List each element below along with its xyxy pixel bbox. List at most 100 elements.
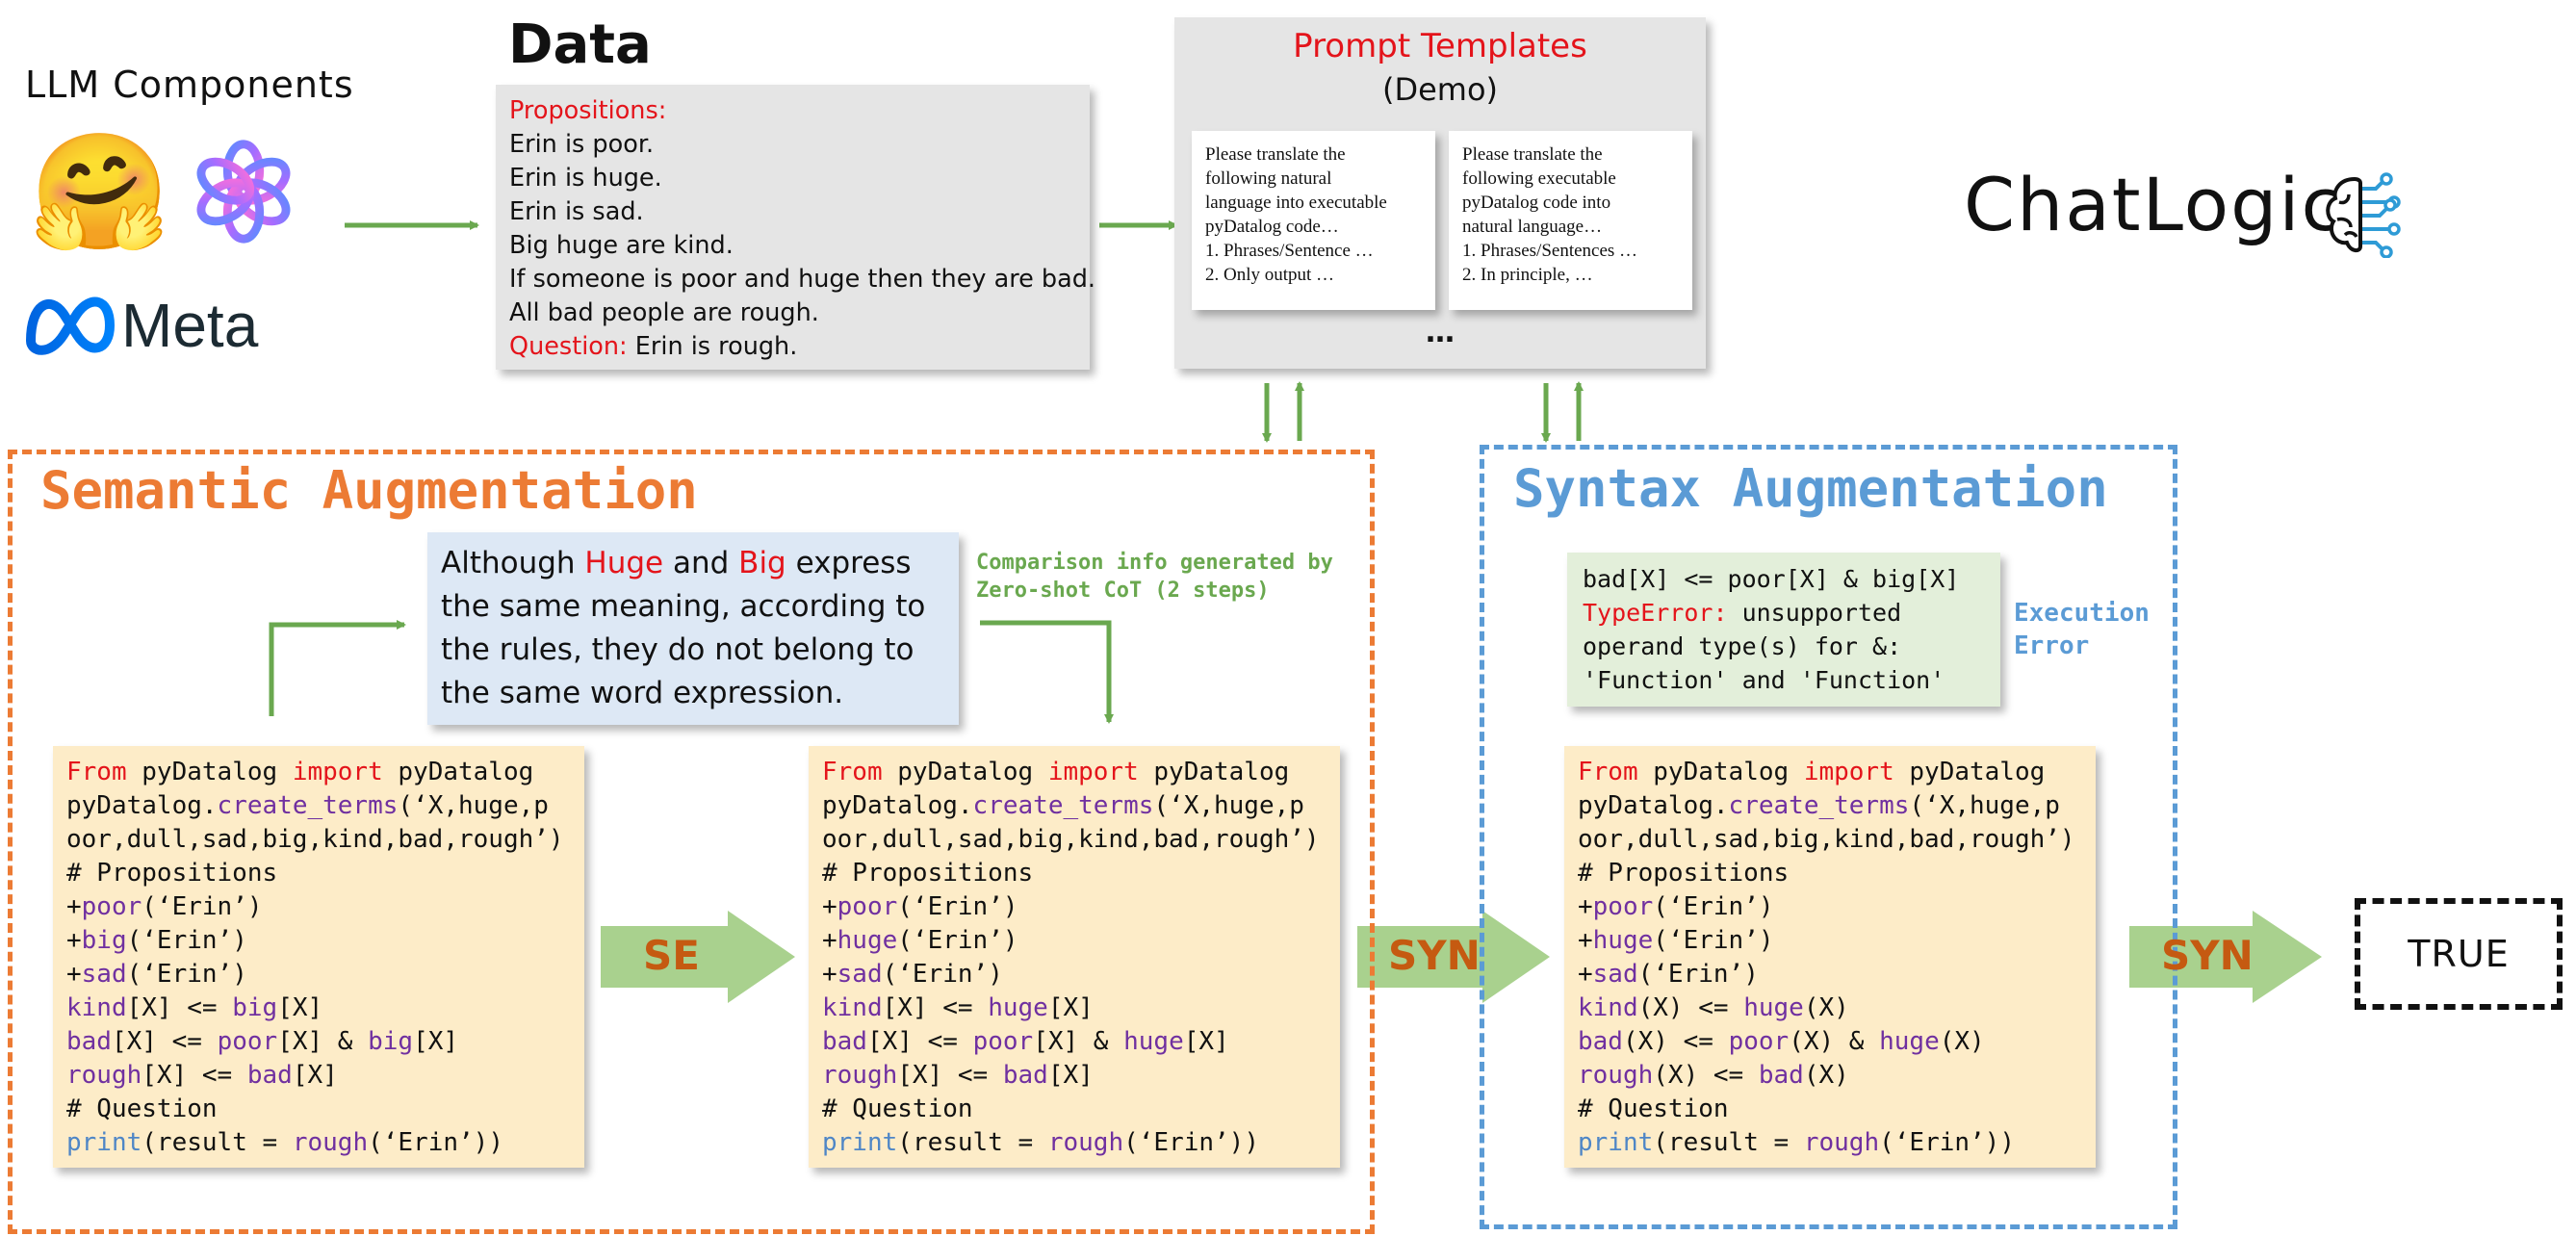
code-token: huge <box>1743 993 1804 1022</box>
code-line: bad(X) <= poor(X) & huge(X) <box>1578 1025 2082 1059</box>
code-token: (‘X,huge,p <box>1153 791 1304 820</box>
note-word-big: Big <box>738 546 786 580</box>
code-token: [X] <box>413 1027 459 1056</box>
code-token: (result = <box>897 1128 1048 1157</box>
code-token: pyDatalog. <box>1578 791 1729 820</box>
code-token: [X] <box>897 1061 943 1090</box>
code-token: (X) <box>1803 993 1849 1022</box>
execution-error-box: bad[X] <= poor[X] & big[X] TypeError: un… <box>1567 553 2000 707</box>
prompt-card-line: 1. Phrases/Sentence … <box>1205 241 1374 261</box>
arrow-code-to-note <box>269 620 406 716</box>
prompt-card-line: Please translate the <box>1462 144 1603 165</box>
brain-circuit-icon <box>2326 172 2401 258</box>
code-token: rough <box>1047 1128 1124 1157</box>
code-token: print <box>1578 1128 1654 1157</box>
code-token: pyDatalog <box>382 758 534 786</box>
code-token: + <box>822 926 837 955</box>
code-line: pyDatalog.create_terms(‘X,huge,p <box>1578 789 2082 823</box>
code-line: kind[X] <= big[X] <box>66 991 571 1025</box>
cot-caption-line: Zero-shot CoT (2 steps) <box>976 579 1270 603</box>
prompt-card-line: following executable <box>1462 168 1616 189</box>
code-line: +huge(‘Erin’) <box>822 924 1327 958</box>
code-token: From <box>1578 758 1638 786</box>
code-block-original: From pyDatalog import pyDatalog pyDatalo… <box>53 746 584 1168</box>
code-token: [X] <box>1047 1061 1094 1090</box>
error-text: unsupported <box>1727 599 1902 627</box>
code-token: + <box>66 960 82 989</box>
code-token: print <box>66 1128 142 1157</box>
code-token: (‘Erin’) <box>126 960 247 989</box>
note-word-huge: Huge <box>584 546 664 580</box>
syn-fat-arrow-1 <box>1357 911 1550 1003</box>
code-token: bad <box>1002 1061 1048 1090</box>
code-token: [X] <box>277 993 323 1022</box>
proposition-line: All bad people are rough. <box>509 298 819 327</box>
code-token: + <box>1578 926 1593 955</box>
code-token: From <box>822 758 883 786</box>
code-token: pyDatalog <box>1637 758 1804 786</box>
code-line: rough[X] <= bad[X] <box>822 1059 1327 1093</box>
code-token: [X] <box>126 993 172 1022</box>
code-line: oor,dull,sad,big,kind,bad,rough’) <box>1578 825 2075 854</box>
code-token: big <box>81 926 127 955</box>
code-token: big <box>368 1027 414 1056</box>
code-token: bad <box>66 1027 112 1056</box>
code-token: poor <box>81 892 142 921</box>
note-line: the same meaning, according to <box>441 589 926 624</box>
code-line: +poor(‘Erin’) <box>822 890 1327 924</box>
code-token: pyDatalog <box>1893 758 2046 786</box>
code-line: oor,dull,sad,big,kind,bad,rough’) <box>822 825 1320 854</box>
code-token: big <box>232 993 278 1022</box>
code-token: rough <box>66 1061 142 1090</box>
code-line: kind[X] <= huge[X] <box>822 991 1327 1025</box>
code-line: print(result = rough(‘Erin’)) <box>822 1126 1327 1160</box>
code-line: +sad(‘Erin’) <box>1578 958 2082 991</box>
code-line: From pyDatalog import pyDatalog <box>66 756 571 789</box>
code-token: huge <box>1123 1027 1184 1056</box>
code-token: sad <box>837 960 883 989</box>
code-token: (X) <box>1622 1027 1668 1056</box>
code-line: # Propositions <box>822 859 1034 888</box>
code-token: huge <box>988 993 1048 1022</box>
code-token: (X) <box>1789 1027 1835 1056</box>
code-token: (‘Erin’) <box>897 926 1018 955</box>
code-line: +poor(‘Erin’) <box>1578 890 2082 924</box>
prompt-card-code-to-nl: Please translate the following executabl… <box>1449 131 1692 310</box>
prompt-card-line: 2. Only output … <box>1205 265 1335 285</box>
data-box: Propositions: Erin is poor. Erin is huge… <box>496 85 1095 370</box>
code-line: rough[X] <= bad[X] <box>66 1059 571 1093</box>
code-line: # Question <box>1578 1094 1729 1123</box>
code-token: huge <box>1592 926 1654 955</box>
code-token: From <box>66 758 127 786</box>
prompt-templates-box: Prompt Templates (Demo) Please translate… <box>1174 17 1706 369</box>
code-token: bad <box>1758 1061 1804 1090</box>
code-token: import <box>292 758 383 786</box>
code-token: + <box>66 892 82 921</box>
code-token: [X] <box>292 1061 338 1090</box>
code-token: (‘Erin’)) <box>1123 1128 1259 1157</box>
code-line: pyDatalog.create_terms(‘X,huge,p <box>822 789 1327 823</box>
prompt-card-line: Please translate the <box>1205 144 1346 165</box>
code-line: pyDatalog.create_terms(‘X,huge,p <box>66 789 571 823</box>
execution-error-label-line: Error <box>2014 631 2090 660</box>
code-line: rough(X) <= bad(X) <box>1578 1059 2082 1093</box>
syn-arrow-label-2: SYN <box>2161 932 2254 979</box>
code-token: import <box>1803 758 1894 786</box>
code-token: + <box>1578 892 1593 921</box>
code-token: (‘Erin’) <box>142 892 263 921</box>
code-line: From pyDatalog import pyDatalog <box>822 756 1327 789</box>
syn-fat-arrow-2 <box>2129 911 2322 1003</box>
code-token: (‘X,huge,p <box>398 791 549 820</box>
code-token: + <box>822 960 837 989</box>
code-token: rough <box>822 1061 898 1090</box>
arrow-note-to-code <box>980 620 1114 724</box>
code-token: bad <box>1578 1027 1623 1056</box>
code-token: [X] <box>882 993 928 1022</box>
prompt-card-nl-to-code: Please translate the following natural l… <box>1192 131 1435 310</box>
meta-logo: Meta <box>26 291 259 360</box>
prompt-templates-ellipsis: … <box>1426 316 1455 349</box>
code-token: create_terms <box>1728 791 1910 820</box>
execution-error-label: Execution Error <box>2014 597 2150 662</box>
code-token: [X] <box>1047 993 1094 1022</box>
proposition-line: Erin is huge. <box>509 164 662 193</box>
